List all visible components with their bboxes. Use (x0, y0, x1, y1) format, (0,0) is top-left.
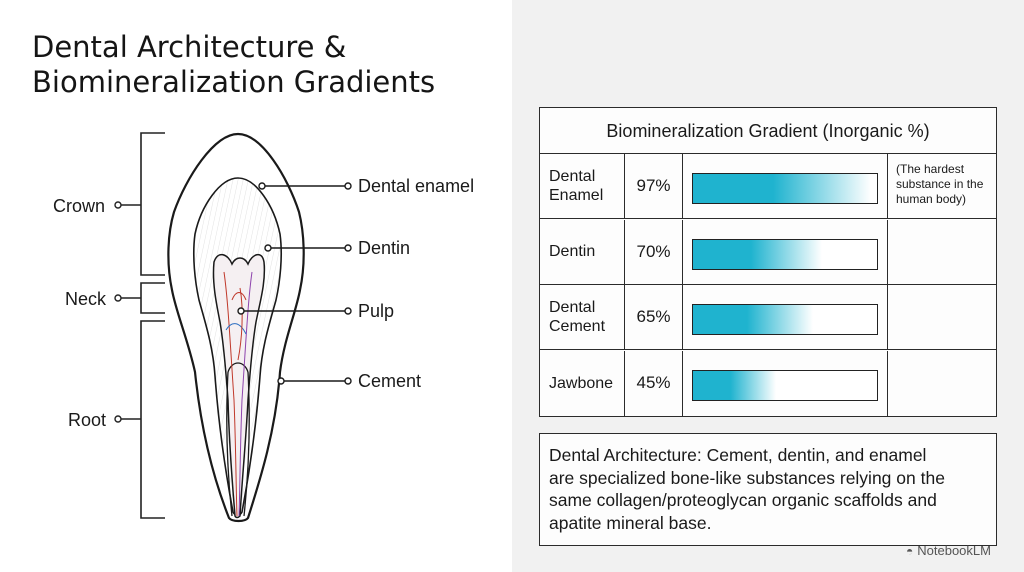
label-cement: Cement (358, 371, 421, 391)
info-box: Dental Architecture: Cement, dentin, and… (539, 433, 997, 546)
mineral-bar-track (692, 238, 878, 270)
dentin-pointer-dot-icon (264, 244, 272, 252)
crown-bracket (140, 132, 165, 276)
gradient-table: Biomineralization Gradient (Inorganic %)… (539, 107, 997, 417)
material-name-line: Dental (549, 299, 596, 316)
notebooklm-logo-icon: ◓ (906, 543, 914, 558)
label-crown: Crown (53, 196, 105, 216)
enamel-label-dot-icon (344, 182, 352, 190)
note-line: substance in the (896, 177, 984, 191)
cement-label-dot-icon (344, 377, 352, 385)
label-dentin: Dentin (358, 238, 410, 258)
neck-bracket (140, 282, 165, 314)
bar-cell (683, 154, 888, 218)
tooth-diagram: Crown Neck Root Dental enamel Dentin Pul… (53, 132, 474, 523)
mineral-bar-fill (693, 305, 813, 334)
material-name-line: Enamel (549, 187, 604, 204)
enamel-pointer-dot-icon (258, 182, 266, 190)
note-line: human body) (896, 192, 967, 206)
note-cell (888, 351, 996, 416)
table-header: Biomineralization Gradient (Inorganic %) (540, 108, 996, 154)
page-title: Dental Architecture & Biomineralization … (32, 30, 492, 100)
percent-cell: 97% (625, 154, 683, 218)
pulp-chamber (212, 253, 266, 519)
mineral-bar-fill (693, 370, 776, 400)
note-line: (The hardest (896, 162, 965, 176)
bar-cell (683, 219, 888, 284)
label-dental-enamel: Dental enamel (358, 176, 474, 196)
percent-cell: 65% (625, 285, 683, 349)
percent-cell: 45% (625, 350, 683, 416)
root-dot-icon (114, 415, 122, 423)
mineral-bar-track (692, 173, 878, 204)
mineral-bar-fill (693, 239, 822, 269)
bar-cell (683, 285, 888, 349)
info-line: are specialized bone-like substances rel… (549, 467, 945, 488)
mineral-bar-track (692, 304, 878, 335)
dentin-label-dot-icon (344, 244, 352, 252)
table-row: Jawbone 45% (540, 350, 996, 416)
cement-pointer-dot-icon (277, 377, 285, 385)
note-cell (888, 285, 996, 349)
material-name-line: Dentin (549, 243, 596, 260)
table-row: Dentin 70% (540, 219, 996, 285)
watermark-text: NotebookLM (917, 543, 991, 558)
material-name-cell: Jawbone (540, 350, 625, 416)
info-line: same collagen/proteoglycan organic scaff… (549, 490, 937, 510)
info-line: Dental Architecture: Cement, dentin, and… (549, 445, 927, 465)
material-name-line: Cement (549, 318, 606, 335)
label-root: Root (68, 410, 106, 430)
mineral-bar-fill (693, 174, 872, 203)
mineral-bar-track (692, 369, 878, 401)
crown-dot-icon (114, 201, 122, 209)
title-line-2: Biomineralization Gradients (32, 65, 436, 99)
material-name-cell: Dentin (540, 219, 625, 284)
label-pulp: Pulp (358, 301, 394, 321)
label-neck: Neck (65, 289, 107, 309)
pulp-vessels (223, 271, 253, 517)
bar-cell (683, 350, 888, 416)
root-bracket (140, 320, 165, 519)
neck-dot-icon (114, 294, 122, 302)
watermark: ◓ NotebookLM (906, 543, 991, 558)
note-cell (888, 220, 996, 284)
info-line: apatite mineral base. (549, 512, 712, 533)
percent-cell: 70% (625, 219, 683, 284)
pulp-pointer-dot-icon (237, 307, 245, 315)
pulp-label-dot-icon (344, 307, 352, 315)
title-line-1: Dental Architecture & (32, 30, 347, 64)
material-name-line: Dental (549, 168, 596, 185)
material-name-line: Jawbone (549, 374, 614, 392)
